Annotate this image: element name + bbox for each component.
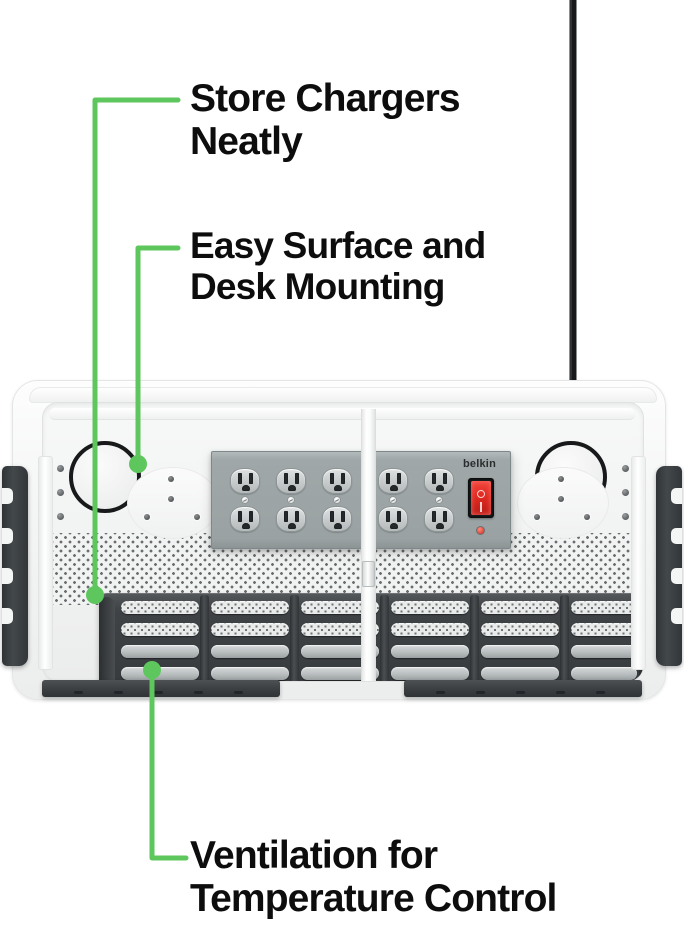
vent-slot bbox=[391, 623, 469, 636]
vent-slot bbox=[571, 601, 637, 614]
vent-slot bbox=[211, 645, 289, 658]
outlet[interactable] bbox=[230, 506, 260, 532]
vent-slot bbox=[121, 645, 199, 658]
bracket-notch bbox=[671, 528, 682, 544]
rubber-foot-right bbox=[404, 680, 642, 697]
vent-hole bbox=[57, 465, 64, 472]
vent-slot bbox=[391, 667, 469, 680]
callout-heading-ventilation: Ventilation for Temperature Control bbox=[190, 834, 557, 920]
vent-slot bbox=[211, 667, 289, 680]
outlet[interactable] bbox=[322, 468, 352, 494]
screw-hole bbox=[558, 476, 564, 482]
vent-slot bbox=[121, 623, 199, 636]
vent-slot bbox=[481, 645, 559, 658]
vent-slot bbox=[301, 645, 379, 658]
outlet[interactable] bbox=[378, 506, 408, 532]
side-post-left bbox=[38, 456, 53, 670]
bracket-notch bbox=[2, 608, 13, 624]
screw-hole bbox=[534, 514, 540, 520]
grille-rib bbox=[380, 595, 389, 681]
screw-hole bbox=[144, 514, 150, 520]
outlet[interactable] bbox=[230, 468, 260, 494]
vent-slot bbox=[211, 601, 289, 614]
device-top-lip bbox=[29, 387, 657, 403]
outlet[interactable] bbox=[322, 506, 352, 532]
screw-hole bbox=[168, 496, 174, 502]
mount-plate-left bbox=[127, 467, 219, 539]
power-icon bbox=[471, 481, 491, 515]
screw-hole bbox=[194, 514, 200, 520]
outlet[interactable] bbox=[424, 506, 454, 532]
center-divider-strap bbox=[361, 409, 376, 681]
vent-slot bbox=[481, 623, 559, 636]
screw-hole bbox=[584, 514, 590, 520]
rubber-foot-left bbox=[42, 680, 280, 697]
power-switch[interactable] bbox=[468, 478, 494, 518]
grille-rib bbox=[560, 595, 569, 681]
outlet[interactable] bbox=[424, 468, 454, 494]
mount-plate-right bbox=[517, 467, 609, 539]
outlet-screw bbox=[241, 496, 249, 504]
strap-clip bbox=[362, 561, 375, 587]
vent-slot bbox=[571, 623, 637, 636]
outlet[interactable] bbox=[276, 468, 306, 494]
grille-rib bbox=[290, 595, 299, 681]
vent-slot bbox=[391, 601, 469, 614]
vent-hole bbox=[622, 513, 629, 520]
screw-hole bbox=[558, 496, 564, 502]
vent-slot bbox=[391, 645, 469, 658]
bracket-notch bbox=[2, 488, 13, 504]
vent-slot bbox=[121, 667, 199, 680]
grille-end-cap bbox=[99, 597, 115, 681]
outlet-screw bbox=[287, 496, 295, 504]
bracket-notch bbox=[671, 608, 682, 624]
side-bracket-right bbox=[656, 466, 682, 666]
charging-station-device: belkin bbox=[2, 380, 682, 720]
callout-heading-store-chargers: Store Chargers Neatly bbox=[190, 77, 461, 163]
vent-hole bbox=[622, 489, 629, 496]
status-led-indicator bbox=[476, 526, 485, 535]
outlet[interactable] bbox=[378, 468, 408, 494]
bracket-notch bbox=[671, 488, 682, 504]
vent-slot bbox=[121, 601, 199, 614]
bracket-notch bbox=[2, 568, 13, 584]
vent-slot bbox=[301, 667, 379, 680]
device-inner-tray: belkin bbox=[42, 402, 644, 682]
bracket-notch bbox=[2, 528, 13, 544]
vent-hole bbox=[622, 465, 629, 472]
grille-rib bbox=[200, 595, 209, 681]
side-bracket-left bbox=[2, 466, 28, 666]
vent-slot bbox=[301, 623, 379, 636]
vent-hole bbox=[57, 513, 64, 520]
tray-rim bbox=[49, 408, 635, 420]
grille-rib bbox=[470, 595, 479, 681]
belkin-logo: belkin bbox=[463, 458, 496, 470]
outlet[interactable] bbox=[276, 506, 306, 532]
bracket-notch bbox=[671, 568, 682, 584]
vent-slot bbox=[571, 645, 637, 658]
screw-hole bbox=[168, 476, 174, 482]
outlet-screw bbox=[333, 496, 341, 504]
callout-heading-surface-mounting: Easy Surface and Desk Mounting bbox=[190, 225, 486, 307]
outlet-screw bbox=[389, 496, 397, 504]
vent-slot bbox=[571, 667, 637, 680]
outlet-screw bbox=[435, 496, 443, 504]
side-post-right bbox=[631, 456, 646, 670]
vent-hole bbox=[57, 489, 64, 496]
vent-slot bbox=[301, 601, 379, 614]
vent-slot bbox=[211, 623, 289, 636]
vent-slot bbox=[481, 601, 559, 614]
vent-slot bbox=[481, 667, 559, 680]
